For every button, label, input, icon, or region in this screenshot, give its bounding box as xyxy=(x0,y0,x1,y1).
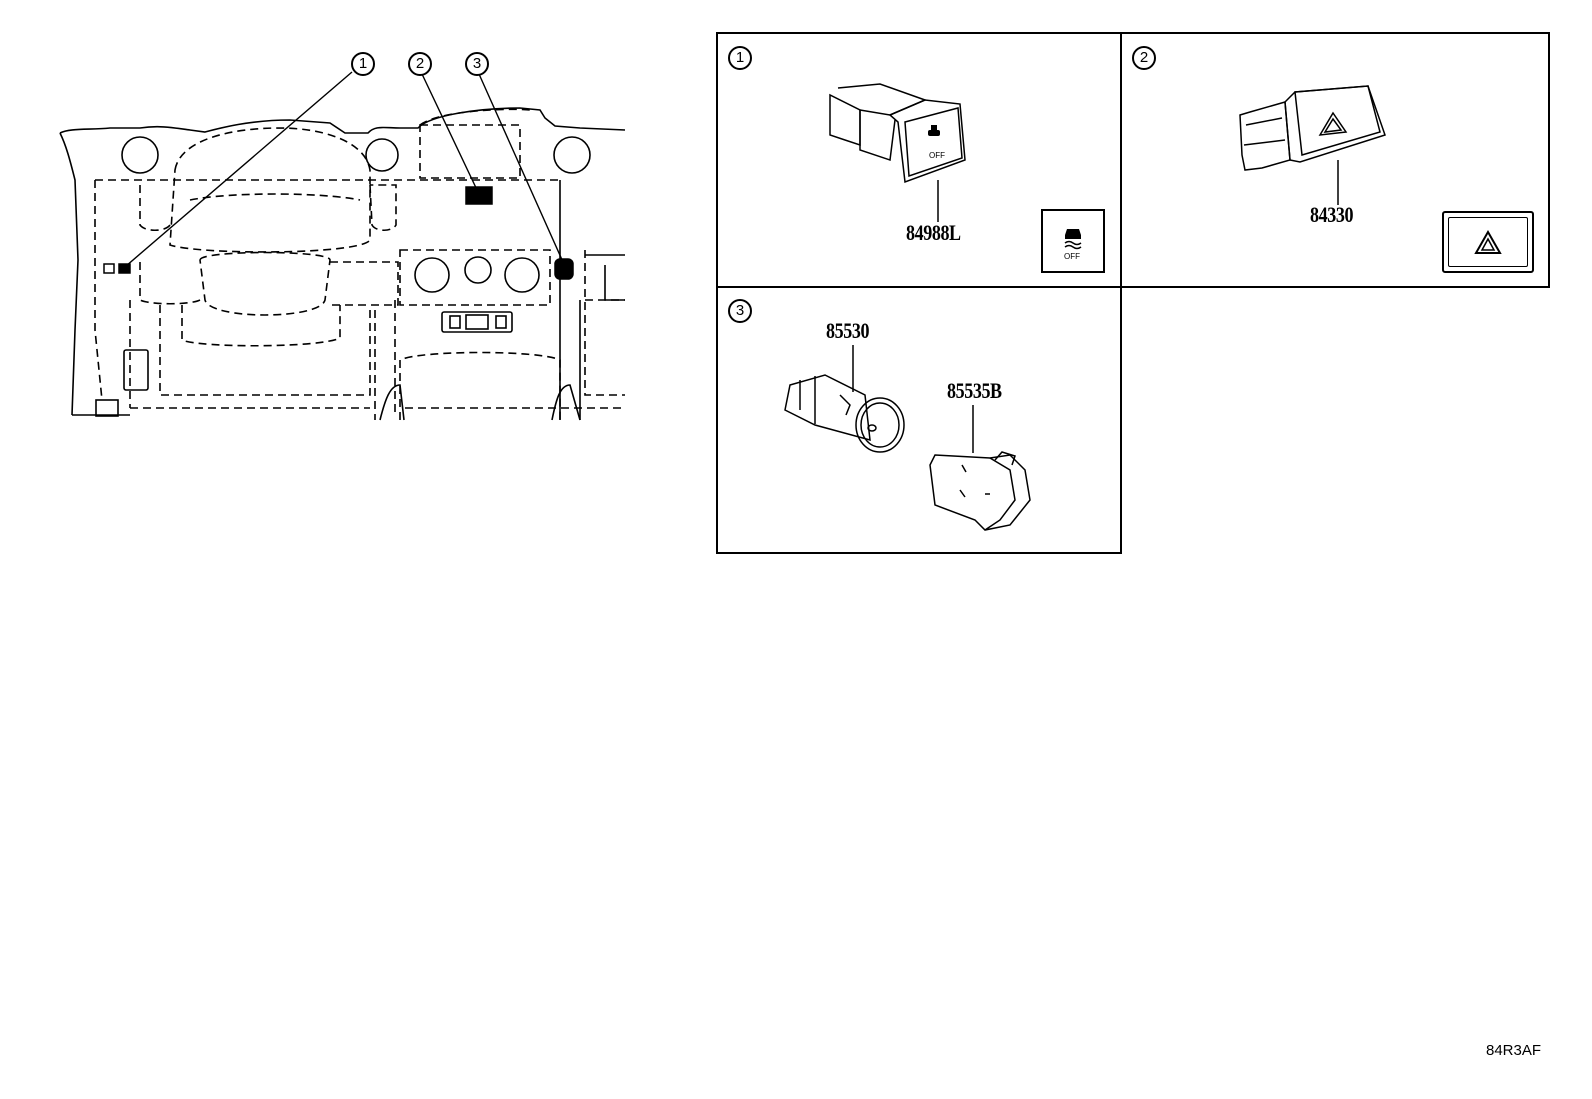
part-number-84330: 84330 xyxy=(1310,202,1354,227)
panel-1-callout: 1 xyxy=(728,46,752,70)
parts-panel-grid xyxy=(716,32,1550,288)
overview-callout-3: 3 xyxy=(465,52,489,76)
panel-2-callout: 2 xyxy=(1132,46,1156,70)
svg-text:OFF: OFF xyxy=(1064,252,1080,261)
hazard-warning-icon xyxy=(1442,211,1534,273)
overview-callout-1: 1 xyxy=(351,52,375,76)
panel-3-callout: 3 xyxy=(728,299,752,323)
parts-panel-3-frame xyxy=(716,286,1122,554)
overview-callout-2: 2 xyxy=(408,52,432,76)
diagram-code: 84R3AF xyxy=(1486,1042,1542,1059)
part-number-85535B: 85535B xyxy=(947,378,1002,403)
switch-off-text: OFF xyxy=(929,151,945,160)
part-number-85530: 85530 xyxy=(826,318,870,343)
traction-control-off-icon: OFF xyxy=(1041,209,1105,273)
part-number-84988L: 84988L xyxy=(906,220,961,245)
